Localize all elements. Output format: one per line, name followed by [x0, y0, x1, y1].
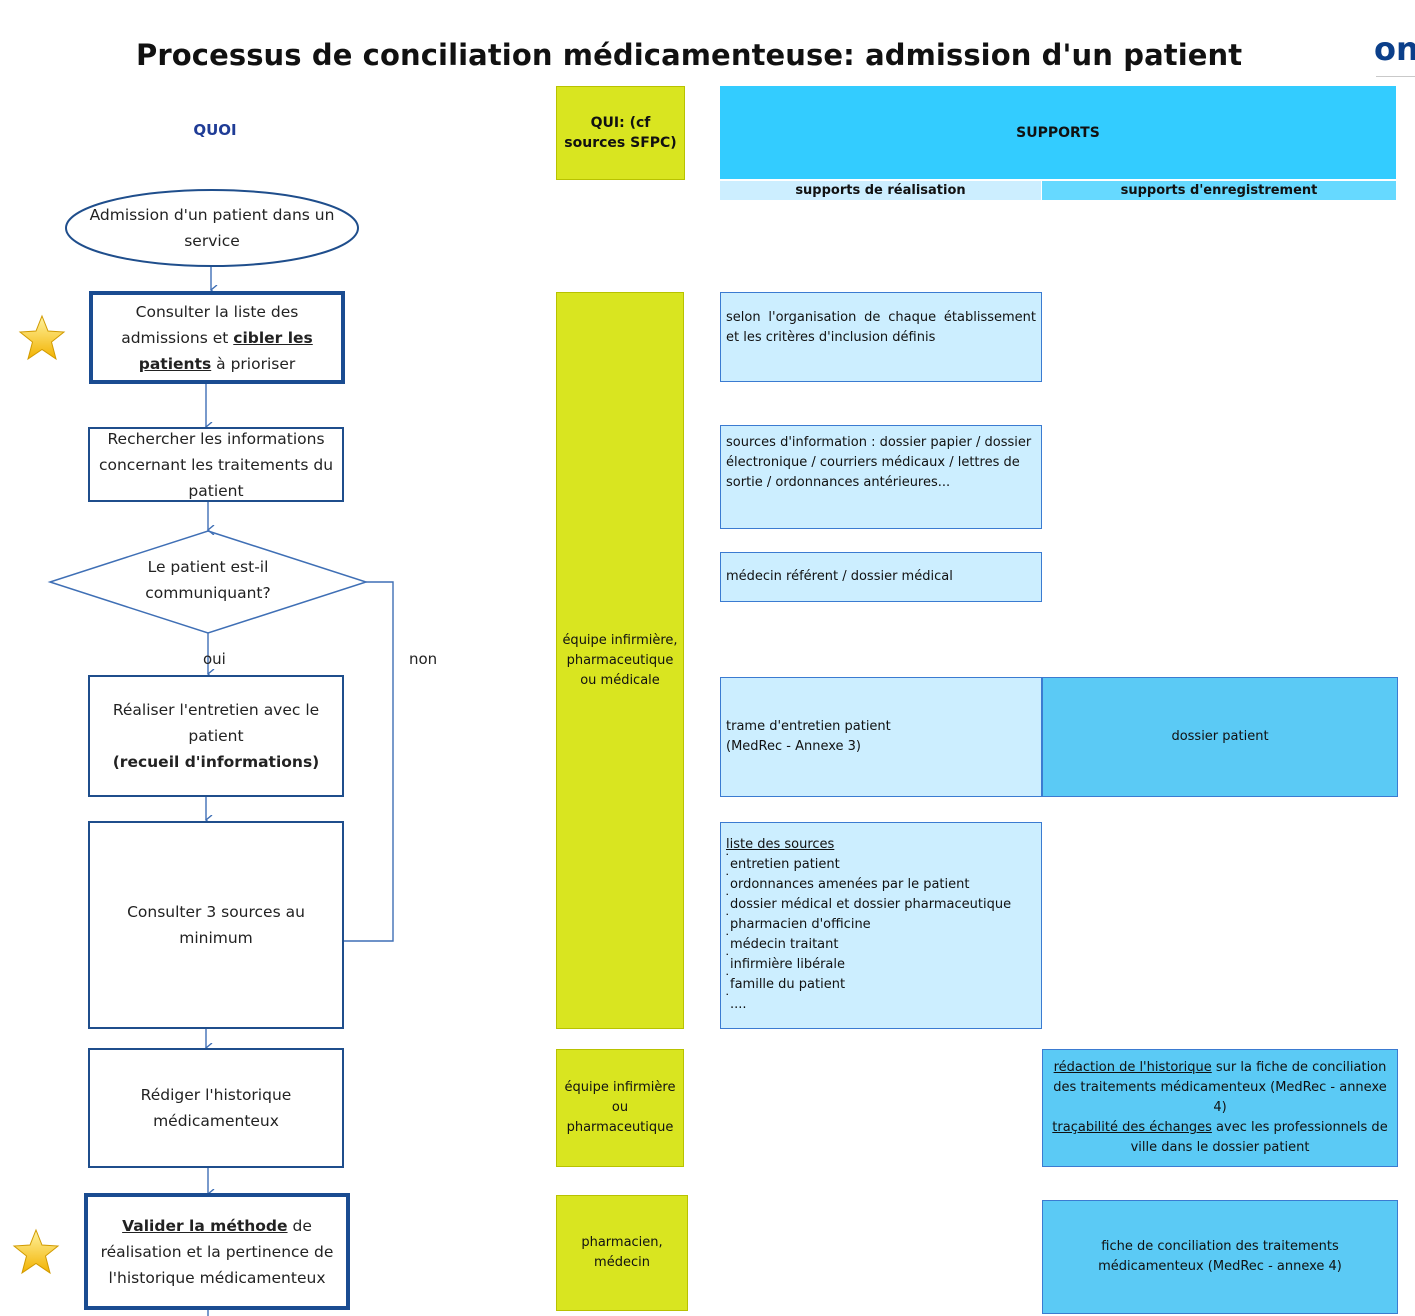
step-consult-admissions: Consulter la liste des admissions et cib… — [89, 291, 345, 384]
source-item-row: ˙dossier médical et dossier pharmaceutiq… — [724, 893, 1036, 915]
realisation-1-text: selon l'organisation de chaque établisse… — [726, 310, 1036, 345]
bullet-icon: ˙ — [724, 873, 731, 888]
yes-label: oui — [203, 650, 226, 668]
source-item: ordonnances amenées par le patient — [730, 877, 970, 892]
source-item: .... — [730, 997, 747, 1012]
start-node: Admission d'un patient dans un service — [89, 206, 335, 250]
qui-team-2: équipe infirmière ou pharmaceutique — [556, 1049, 684, 1167]
decision-text: Le patient est-il communiquant? — [145, 558, 271, 602]
enregistrement-2-text-2: avec les professionnels de ville dans le… — [1130, 1120, 1388, 1155]
bullet-icon: ˙ — [724, 893, 731, 908]
bullet-icon: ˙ — [724, 853, 731, 868]
bullet-icon: ˙ — [724, 933, 731, 948]
enregistrement-2-underline-1: rédaction de l'historique — [1053, 1060, 1212, 1075]
step-consult-sources: Consulter 3 sources au minimum — [88, 821, 344, 1029]
qui-team-3: pharmacien, médecin — [556, 1195, 688, 1311]
realisation-4: trame d'entretien patient (MedRec - Anne… — [720, 677, 1042, 797]
source-item: pharmacien d'officine — [730, 917, 871, 932]
source-item-row: ˙.... — [724, 993, 1036, 1015]
source-item: infirmière libérale — [730, 957, 846, 972]
no-label: non — [409, 650, 438, 668]
step3-bold: (recueil d'informations) — [112, 753, 320, 771]
enregistrement-3: fiche de conciliation des traitements mé… — [1042, 1200, 1398, 1314]
source-item: famille du patient — [730, 977, 846, 992]
step6-text: de réalisation et la pertinence de l'his… — [100, 1216, 334, 1287]
bullet-icon: ˙ — [724, 913, 731, 928]
source-item: dossier médical et dossier pharmaceutiqu… — [730, 897, 1012, 912]
bullet-icon: ˙ — [724, 953, 731, 968]
step-write-history: Rédiger l'historique médicamenteux — [88, 1048, 344, 1168]
source-item-row: ˙ordonnances amenées par le patient — [724, 873, 1036, 895]
realisation-4-line1: trame d'entretien patient — [726, 719, 891, 734]
star-icon — [18, 314, 66, 361]
realisation-3: médecin référent / dossier médical — [720, 552, 1042, 602]
step-interview: Réaliser l'entretien avec le patient (rec… — [88, 675, 344, 797]
enregistrement-2: rédaction de l'historique sur la fiche d… — [1042, 1049, 1398, 1167]
step1-underline-2: patients — [138, 354, 212, 373]
logo-underline — [1376, 76, 1415, 77]
source-item-row: ˙entretien patient — [724, 853, 1036, 875]
realisation-2: sources d'information : dossier papier /… — [720, 425, 1042, 529]
step6-underline: Valider la méthode — [122, 1216, 288, 1235]
supports-header: SUPPORTS — [720, 86, 1396, 179]
realisation-4-line2: (MedRec - Annexe 3) — [726, 739, 861, 754]
supports-enregistrement-header: supports d'enregistrement — [1042, 181, 1396, 200]
start-ellipse — [65, 189, 359, 267]
bullet-icon: ˙ — [724, 993, 731, 1008]
step-validate: Valider la méthode de réalisation et la … — [84, 1193, 350, 1310]
source-item-row: ˙infirmière libérale — [724, 953, 1036, 975]
step3-text: Réaliser l'entretien avec le patient — [112, 701, 320, 745]
source-item: médecin traitant — [730, 937, 839, 952]
quoi-header: QUOI — [193, 121, 237, 139]
supports-realisation-header: supports de réalisation — [720, 181, 1041, 200]
step1-text-end: à prioriser — [211, 354, 296, 373]
source-item-row: ˙médecin traitant — [724, 933, 1036, 955]
source-item-row: ˙famille du patient — [724, 973, 1036, 995]
source-item: entretien patient — [730, 857, 840, 872]
bullet-icon: ˙ — [724, 973, 731, 988]
qui-header: QUI: (cf sources SFPC) — [556, 86, 685, 180]
realisation-1: selon l'organisation de chaque établisse… — [720, 292, 1042, 382]
realisation-5: liste des sources ˙entretien patient˙ord… — [720, 822, 1042, 1029]
page-title: Processus de conciliation médicamenteuse… — [136, 38, 1243, 72]
step1-text: Consulter la liste des admissions et — [121, 302, 299, 347]
sources-list-title: liste des sources — [726, 837, 835, 852]
source-item-row: ˙pharmacien d'officine — [724, 913, 1036, 935]
star-icon — [12, 1228, 60, 1275]
enregistrement-2-text-1: sur la fiche de conciliation des traitem… — [1053, 1060, 1387, 1115]
step-search-info: Rechercher les informations concernant l… — [88, 427, 344, 502]
enregistrement-1: dossier patient — [1042, 677, 1398, 797]
qui-team-1: équipe infirmière, pharmaceutique ou méd… — [556, 292, 684, 1029]
logo: on — [1374, 30, 1415, 68]
step1-underline-1: cibler les — [233, 328, 313, 347]
enregistrement-2-underline-2: traçabilité des échanges — [1052, 1120, 1212, 1135]
sources-list: ˙entretien patient˙ordonnances amenées p… — [724, 853, 1036, 1015]
